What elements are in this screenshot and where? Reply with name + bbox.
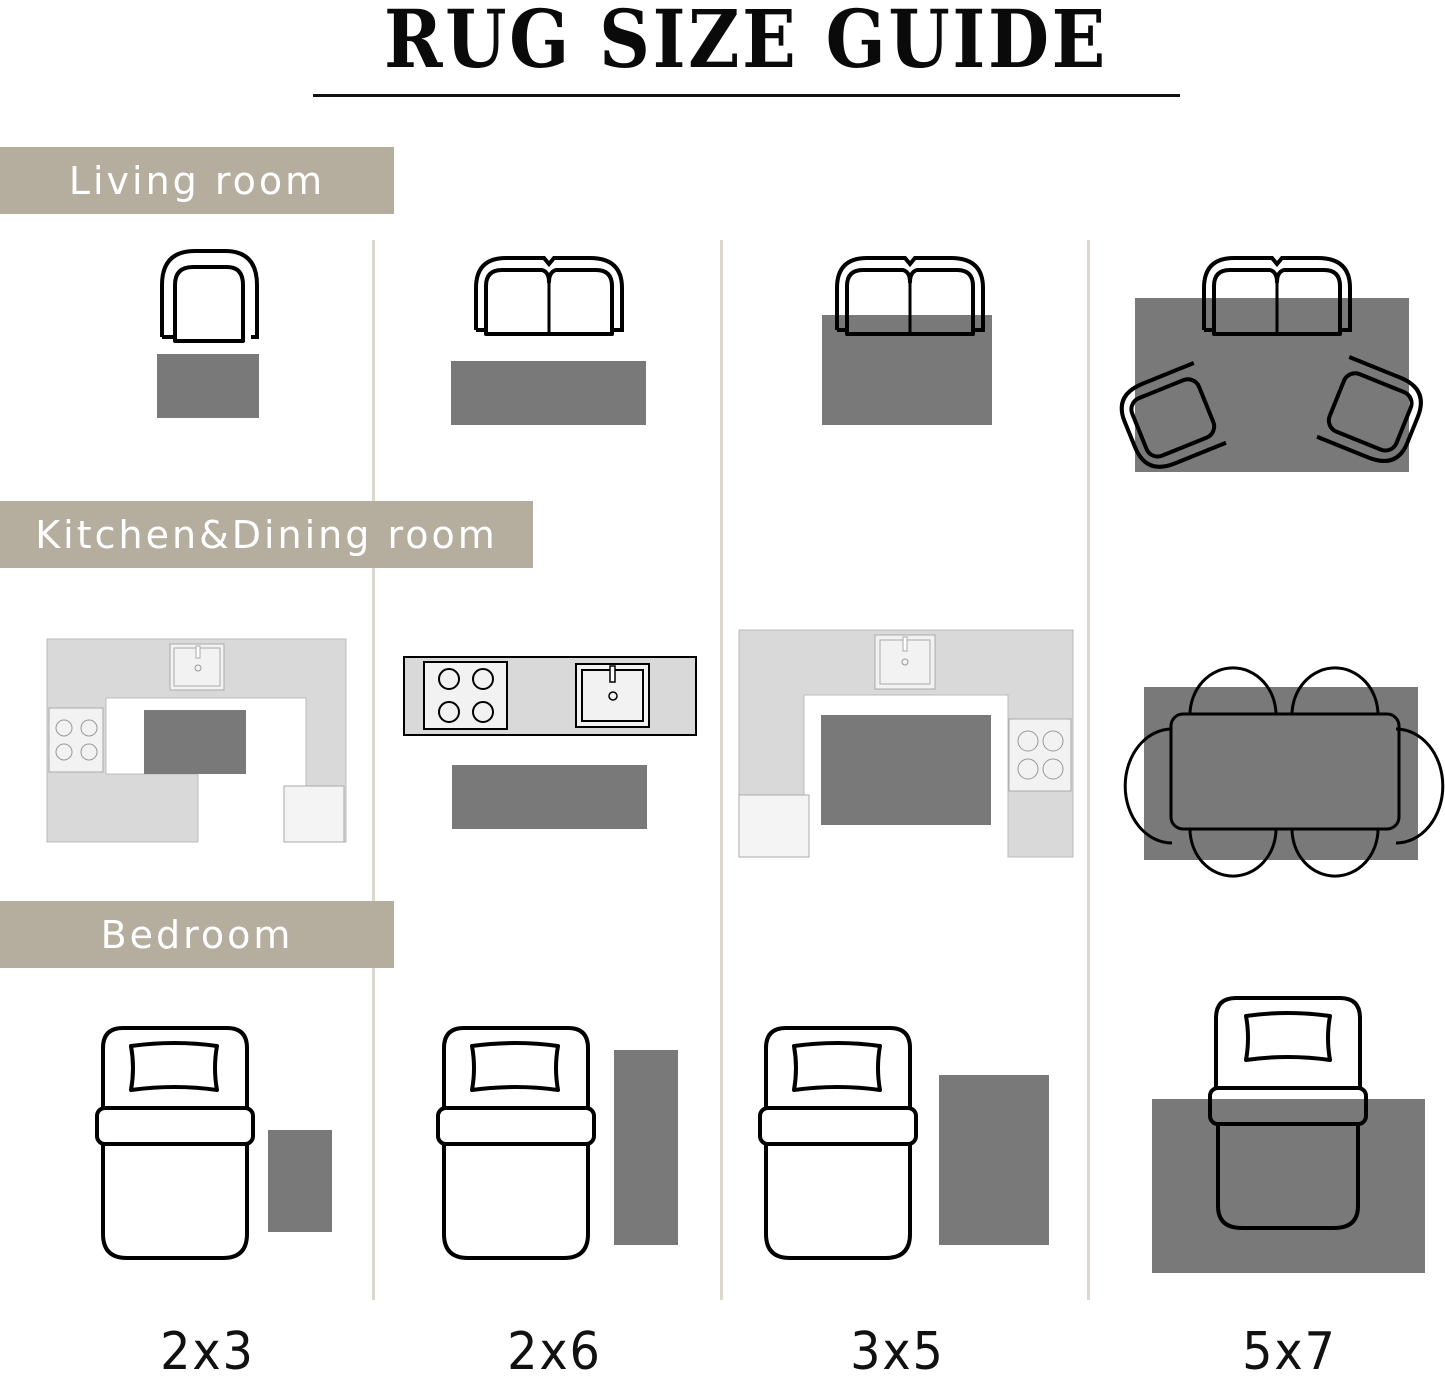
rug-3x5-kitchen	[821, 715, 991, 825]
dining-table-with-chairs-icon	[1123, 666, 1445, 878]
column-divider	[1087, 240, 1090, 1300]
loveseat-icon	[474, 256, 624, 336]
single-bed-icon	[758, 1026, 918, 1260]
loveseat-icon	[835, 256, 985, 336]
single-bed-icon	[436, 1026, 596, 1260]
rug-5x7-bedroom	[1152, 1099, 1425, 1273]
size-label-2x3: 2x3	[160, 1322, 255, 1382]
rug-2x6-bedroom	[614, 1050, 678, 1245]
rug-2x3-living	[157, 354, 259, 418]
galley-counter-icon	[403, 656, 697, 736]
rug-2x3-bedroom	[268, 1130, 332, 1232]
loveseat-icon	[1202, 256, 1352, 336]
section-label-living-room: Living room	[0, 147, 394, 214]
size-label-2x6: 2x6	[507, 1322, 602, 1382]
armchair-icon	[1316, 355, 1423, 463]
armchair-icon	[1119, 361, 1227, 469]
rug-2x3-kitchen	[144, 710, 246, 774]
size-label-5x7: 5x7	[1242, 1322, 1337, 1382]
size-label-3x5: 3x5	[850, 1322, 945, 1382]
column-divider	[720, 240, 723, 1300]
column-divider	[372, 240, 375, 1300]
section-label-bedroom: Bedroom	[0, 901, 394, 968]
armchair-icon	[160, 249, 259, 343]
u-shaped-kitchen-icon	[46, 638, 347, 843]
rug-3x5-bedroom	[939, 1075, 1049, 1245]
section-label-kitchen-dining: Kitchen&Dining room	[0, 501, 533, 568]
single-bed-icon	[95, 1026, 255, 1260]
page-title: RUG SIZE GUIDE	[384, 0, 1108, 86]
title-underline	[313, 94, 1180, 97]
rug-2x6-kitchen	[452, 765, 647, 829]
single-bed-icon	[1208, 996, 1368, 1230]
rug-2x6-living	[451, 361, 646, 425]
u-shaped-kitchen-icon	[738, 629, 1074, 858]
